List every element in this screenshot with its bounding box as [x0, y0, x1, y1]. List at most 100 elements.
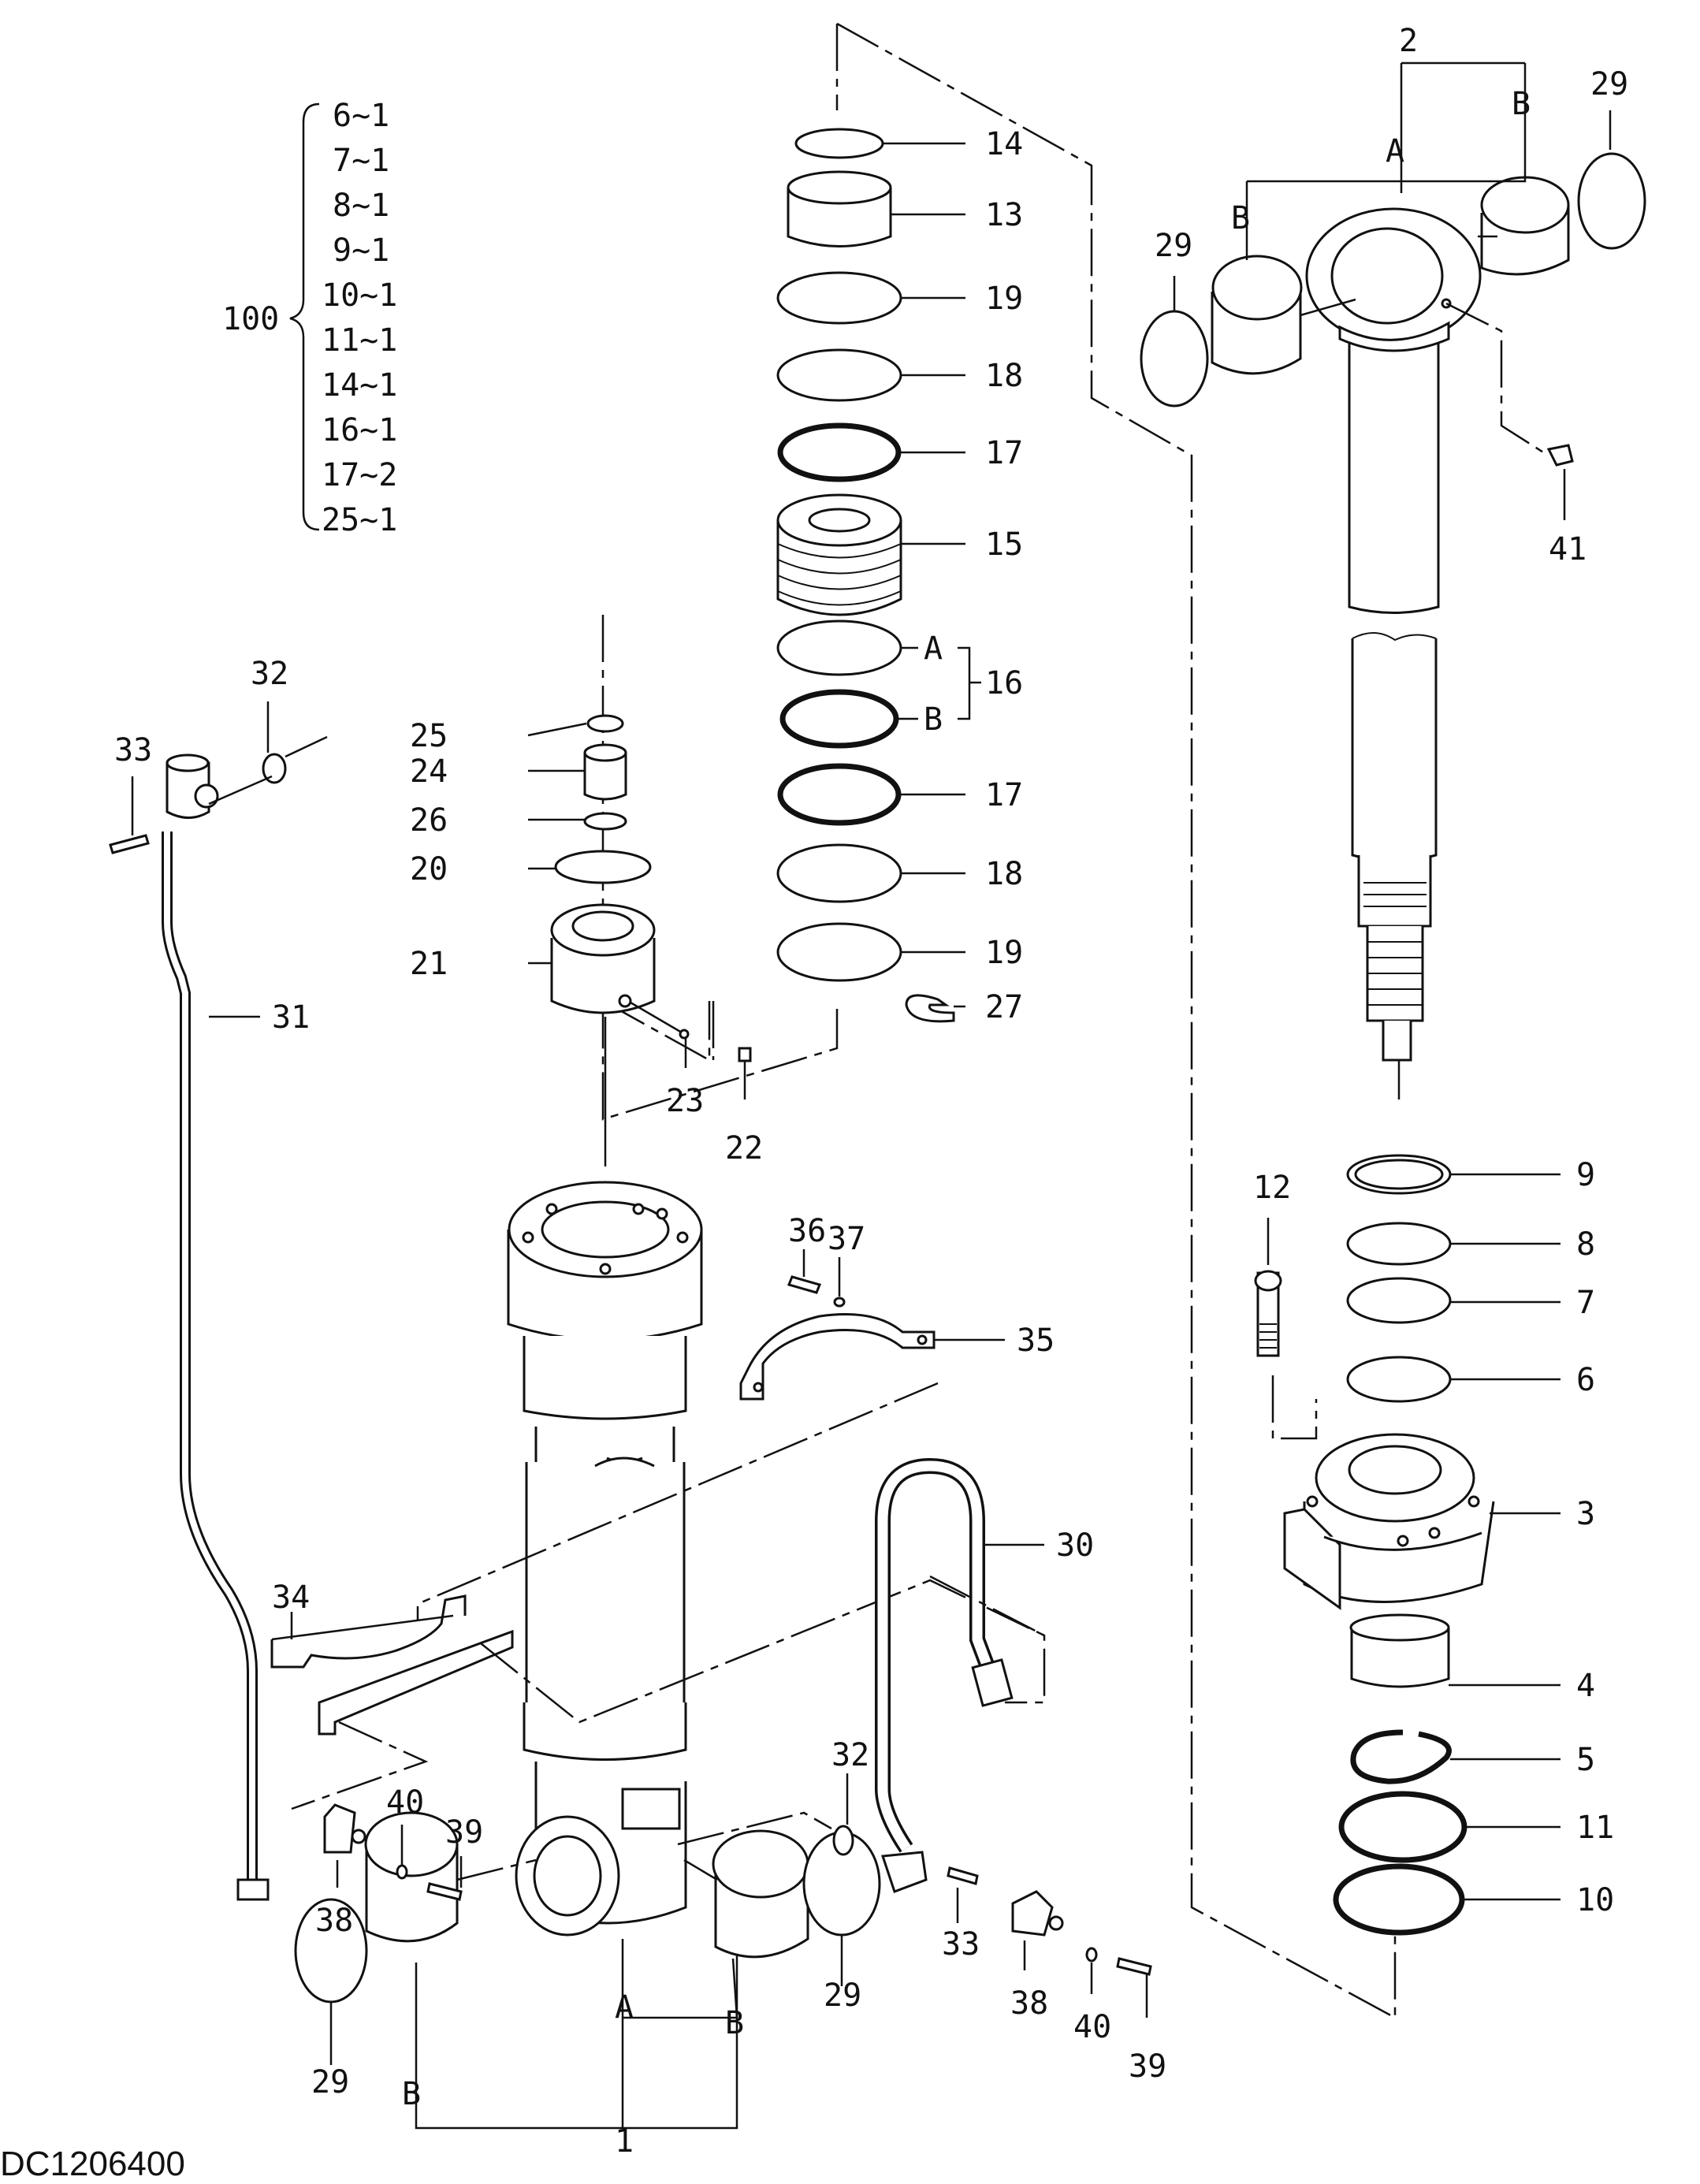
- port-block: [621, 1788, 681, 1830]
- label-30: 30: [1056, 1527, 1094, 1564]
- kit-brace: [289, 102, 320, 531]
- clamp-38-right: [1011, 1890, 1152, 2018]
- washer-37: [833, 1297, 846, 1308]
- pipe-fitting: [236, 1878, 270, 1901]
- label-29-left: 29: [311, 2064, 349, 2100]
- clip-27: [905, 994, 955, 1023]
- piston-nut-group: [527, 714, 752, 1099]
- label-27: 27: [985, 989, 1023, 1025]
- label-18b: 18: [985, 856, 1023, 892]
- rod-pin-bushings: [1140, 152, 1646, 407]
- label-cyl-b-right: B: [725, 2005, 744, 2041]
- label-cyl-b-left: B: [402, 2076, 421, 2112]
- label-34: 34: [272, 1579, 310, 1616]
- label-19: 19: [985, 281, 1023, 317]
- label-39-right: 39: [1129, 2048, 1166, 2085]
- label-3: 3: [1576, 1496, 1595, 1532]
- label-38-left: 38: [315, 1903, 353, 1939]
- bolt-33-top: [109, 834, 150, 854]
- label-2: 2: [1399, 23, 1418, 59]
- label-41: 41: [1549, 531, 1587, 567]
- label-21: 21: [410, 946, 448, 982]
- label-37: 37: [828, 1221, 865, 1257]
- label-19b: 19: [985, 935, 1023, 971]
- ring-18b: [776, 843, 902, 903]
- ring-25: [586, 714, 624, 733]
- label-17b: 17: [985, 777, 1023, 813]
- label-29-rod-left: 29: [1155, 228, 1192, 264]
- ring-19b: [776, 922, 902, 982]
- ring-16a: [776, 619, 902, 676]
- label-40-right: 40: [1073, 2009, 1111, 2045]
- ring-29-rod-right: [1577, 152, 1646, 250]
- label-16-a: A: [924, 631, 943, 667]
- label-39-left: 39: [445, 1814, 483, 1851]
- piston-15: [776, 493, 902, 616]
- label-24: 24: [410, 753, 448, 790]
- label-25: 25: [410, 718, 448, 754]
- bushing-left: [364, 1811, 459, 1943]
- kit-item: 8~1: [333, 188, 389, 224]
- bushing-24: [583, 743, 627, 801]
- label-rod-a: A: [1386, 133, 1404, 169]
- bolt-12: [1254, 1218, 1282, 1357]
- kit-number: 100: [222, 301, 279, 337]
- bushing-13: [787, 170, 892, 247]
- label-cyl-a: A: [615, 1989, 634, 2026]
- ring-14: [794, 128, 884, 159]
- label-40-left: 40: [386, 1784, 424, 1821]
- label-5: 5: [1576, 1742, 1595, 1778]
- label-7: 7: [1576, 1285, 1595, 1321]
- ring-18a: [776, 348, 902, 402]
- label-32-top: 32: [251, 656, 288, 692]
- label-4: 4: [1576, 1668, 1595, 1704]
- label-22: 22: [725, 1130, 763, 1166]
- bushing-right: [712, 1829, 809, 1959]
- label-32-mid: 32: [831, 1737, 869, 1773]
- label-17: 17: [985, 435, 1023, 471]
- label-9: 9: [1576, 1157, 1595, 1193]
- ring-8: [1346, 1222, 1452, 1266]
- ball-23: [679, 1029, 690, 1040]
- oring-32-mid: [832, 1825, 854, 1856]
- kit-item: 11~1: [322, 322, 397, 359]
- leaders-seal-stack: [883, 142, 981, 1008]
- ring-29-rod-left: [1140, 310, 1209, 407]
- label-20: 20: [410, 851, 448, 887]
- label-18: 18: [985, 358, 1023, 394]
- label-rod-b-left: B: [1231, 200, 1250, 236]
- band-35: [739, 1249, 1005, 1401]
- label-23: 23: [666, 1083, 704, 1119]
- washer-20: [554, 850, 652, 884]
- label-38-right: 38: [1010, 1985, 1048, 2022]
- label-14: 14: [985, 126, 1023, 162]
- label-29-rod-right: 29: [1590, 66, 1628, 102]
- kit-item: 10~1: [322, 277, 397, 314]
- ring-26: [583, 812, 627, 831]
- rod-bushing-right: [1480, 176, 1570, 276]
- label-35: 35: [1017, 1323, 1055, 1359]
- clamp-38-left: [323, 1803, 463, 1901]
- label-1: 1: [615, 2123, 634, 2160]
- ring-6: [1346, 1356, 1452, 1403]
- grease-fitting-41: [1445, 302, 1574, 520]
- pipe-30: [677, 1457, 1046, 1923]
- label-16: 16: [985, 665, 1023, 701]
- pipe-30-flange: [880, 1851, 928, 1893]
- clamp-head: [166, 753, 219, 819]
- ring-19a: [776, 271, 902, 325]
- label-15: 15: [985, 526, 1023, 563]
- label-31: 31: [272, 999, 310, 1036]
- ring-5: [1350, 1729, 1452, 1784]
- ring-17a: [777, 422, 902, 482]
- label-16-b: B: [924, 701, 943, 738]
- kit-item: 25~1: [322, 502, 397, 538]
- head-seal-stack: [1346, 1154, 1561, 1403]
- kit-item: 7~1: [333, 143, 389, 179]
- rod-bushing-left: [1211, 255, 1303, 375]
- kit-item: 14~1: [322, 367, 397, 404]
- ring-11: [1338, 1791, 1468, 1863]
- pipe-31: [109, 735, 328, 1901]
- kit-item: 17~2: [322, 457, 397, 493]
